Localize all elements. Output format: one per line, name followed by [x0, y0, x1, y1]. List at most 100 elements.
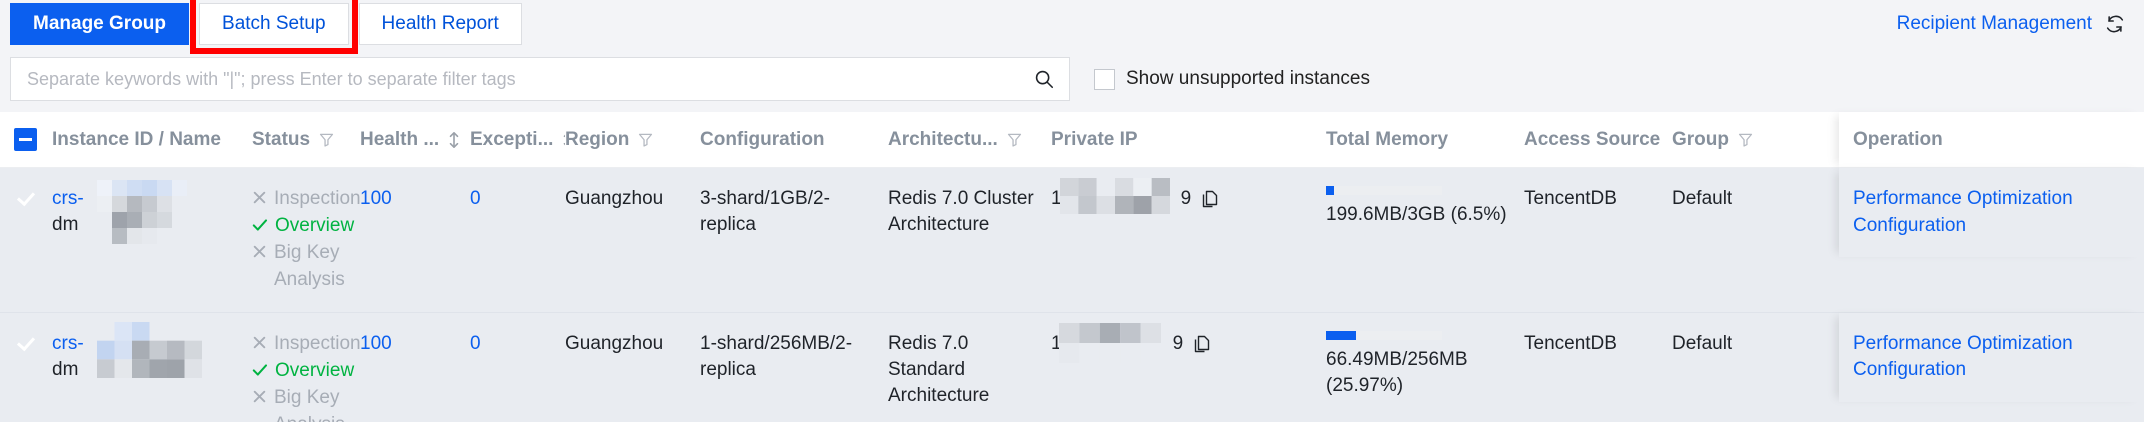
- private-ip-prefix: 1: [1051, 332, 1062, 354]
- private-ip-value: 1 9: [1051, 178, 1316, 214]
- cell-region: Guangzhou: [565, 332, 664, 354]
- memory-progress-bar: [1326, 330, 1442, 340]
- instance-id-link[interactable]: crs-: [52, 332, 84, 354]
- cell-group: Default: [1672, 188, 1733, 209]
- cell-configuration: 3-shard/1GB/2-replica: [700, 188, 830, 236]
- col-header-private-ip: Private IP: [1051, 128, 1138, 150]
- exception-count-link[interactable]: 0: [470, 188, 481, 209]
- col-header-access-source: Access Source: [1524, 128, 1661, 150]
- status-label: Overview: [275, 214, 355, 236]
- cell-access-source: TencentDB: [1524, 332, 1617, 354]
- filter-icon-status[interactable]: [318, 131, 335, 148]
- col-header-configuration: Configuration: [700, 128, 825, 150]
- cell-configuration: 1-shard/256MB/2-replica: [700, 332, 853, 381]
- row-select-cell: [0, 313, 52, 422]
- instance-identity: crs- dm: [52, 180, 242, 244]
- cell-architecture: Redis 7.0 Cluster Architecture: [888, 188, 1034, 236]
- cell-health-score: 100: [360, 313, 470, 422]
- search-row: Show unsupported instances: [0, 56, 2144, 102]
- cell-total-memory: 66.49MB/256MB (25.97%): [1326, 313, 1524, 422]
- show-unsupported-checkbox-wrap[interactable]: Show unsupported instances: [1094, 68, 1370, 90]
- redaction-blur: [1059, 322, 1161, 363]
- status-label: Inspection: [274, 332, 361, 354]
- status-item-overview: Overview: [252, 358, 354, 385]
- health-score-link[interactable]: 100: [360, 188, 392, 209]
- cross-icon: [253, 336, 266, 349]
- col-header-architecture: Architectu...: [888, 129, 1051, 151]
- search-icon[interactable]: [1033, 68, 1055, 90]
- cross-icon: [253, 191, 266, 204]
- cell-total-memory: 199.6MB/3GB (6.5%): [1326, 168, 1524, 312]
- toolbar-right: Recipient Management: [1897, 0, 2126, 48]
- select-all-cell: [0, 128, 52, 151]
- instance-table: Instance ID / Name Status Health ... Exc…: [0, 112, 2144, 422]
- copy-icon[interactable]: [1200, 189, 1220, 209]
- table-header-row: Instance ID / Name Status Health ... Exc…: [0, 112, 2144, 168]
- memory-usage-text: 66.49MB/256MB (25.97%): [1326, 348, 1468, 397]
- filter-icon-architecture[interactable]: [1006, 131, 1023, 148]
- select-all-checkbox[interactable]: [14, 128, 37, 151]
- performance-optimization-configuration-link[interactable]: Performance Optimization Configuration: [1853, 332, 2073, 381]
- cell-operation: Performance Optimization Configuration: [1839, 312, 2144, 403]
- row-select-cell: [0, 168, 52, 312]
- search-input[interactable]: [25, 67, 1033, 91]
- search-box[interactable]: [10, 57, 1070, 101]
- manage-group-button-wrap: Manage Group: [10, 3, 190, 45]
- status-item-overview: Overview: [252, 213, 354, 240]
- status-label: Big Key Analysis: [274, 386, 345, 422]
- cell-region: Guangzhou: [565, 188, 664, 209]
- status-label: Overview: [275, 359, 355, 381]
- col-header-group: Group: [1672, 129, 1837, 151]
- sort-icon-health[interactable]: [447, 131, 461, 149]
- toolbar: Manage Group Batch Setup Health Report R…: [0, 0, 2144, 54]
- instance-identity: crs- dm: [52, 321, 242, 383]
- recipient-management-link[interactable]: Recipient Management: [1896, 13, 2092, 34]
- cell-exception-count: 0: [470, 313, 565, 422]
- cell-status: Inspection Overview Big Key Analysis: [252, 168, 361, 312]
- check-icon: [252, 364, 267, 376]
- check-icon: [252, 219, 267, 231]
- cell-instance-id-name: crs- dm: [52, 168, 252, 312]
- filter-icon-group[interactable]: [1737, 131, 1754, 148]
- instance-id-link[interactable]: crs-: [52, 188, 84, 209]
- status-item-big-key-analysis: Big Key Analysis: [252, 385, 350, 422]
- col-header-region: Region: [565, 129, 700, 151]
- table-row[interactable]: crs- dm Inspection Overview: [0, 312, 2144, 422]
- cross-icon: [253, 390, 266, 403]
- batch-setup-button-wrap: Batch Setup: [190, 0, 358, 54]
- batch-setup-button[interactable]: Batch Setup: [199, 3, 349, 45]
- col-header-health: Health ...: [360, 129, 470, 151]
- refresh-icon[interactable]: [2104, 13, 2126, 35]
- status-label: Inspection: [274, 188, 361, 209]
- cross-icon: [253, 245, 266, 258]
- private-ip-prefix: 1: [1051, 188, 1062, 209]
- col-header-instance-id-name: Instance ID / Name: [52, 128, 221, 150]
- cell-operation: Performance Optimization Configuration: [1839, 168, 2144, 258]
- manage-group-button[interactable]: Manage Group: [10, 3, 190, 45]
- private-ip-value: 1 9: [1051, 322, 1316, 363]
- cell-instance-id-name: crs- dm: [52, 313, 252, 422]
- cell-access-source: TencentDB: [1524, 188, 1617, 209]
- cell-architecture: Redis 7.0 Standard Architecture: [888, 332, 990, 407]
- copy-icon[interactable]: [1192, 334, 1212, 354]
- table-row[interactable]: crs- dm Inspection Overv: [0, 168, 2144, 313]
- show-unsupported-checkbox[interactable]: [1094, 68, 1115, 90]
- exception-count-link[interactable]: 0: [470, 332, 481, 354]
- instance-name: dm: [52, 214, 79, 236]
- cell-status: Inspection Overview Big Key Analysis: [252, 313, 361, 422]
- private-ip-suffix: 9: [1180, 188, 1192, 209]
- status-label: Big Key Analysis: [274, 241, 345, 290]
- performance-optimization-configuration-link[interactable]: Performance Optimization Configuration: [1853, 188, 2073, 236]
- health-score-link[interactable]: 100: [360, 332, 392, 354]
- col-header-status: Status: [252, 129, 360, 151]
- status-item-big-key-analysis: Big Key Analysis: [252, 240, 350, 294]
- show-unsupported-label: Show unsupported instances: [1126, 68, 1370, 89]
- cell-private-ip: 1 9: [1051, 313, 1326, 422]
- filter-icon-region[interactable]: [637, 131, 654, 148]
- health-report-button[interactable]: Health Report: [358, 3, 522, 45]
- cell-health-score: 100: [360, 168, 470, 312]
- memory-usage-text: 199.6MB/3GB (6.5%): [1326, 204, 1507, 225]
- instance-name: dm: [52, 359, 79, 381]
- status-item-inspection: Inspection: [252, 186, 361, 213]
- cell-private-ip: 1 9: [1051, 168, 1326, 312]
